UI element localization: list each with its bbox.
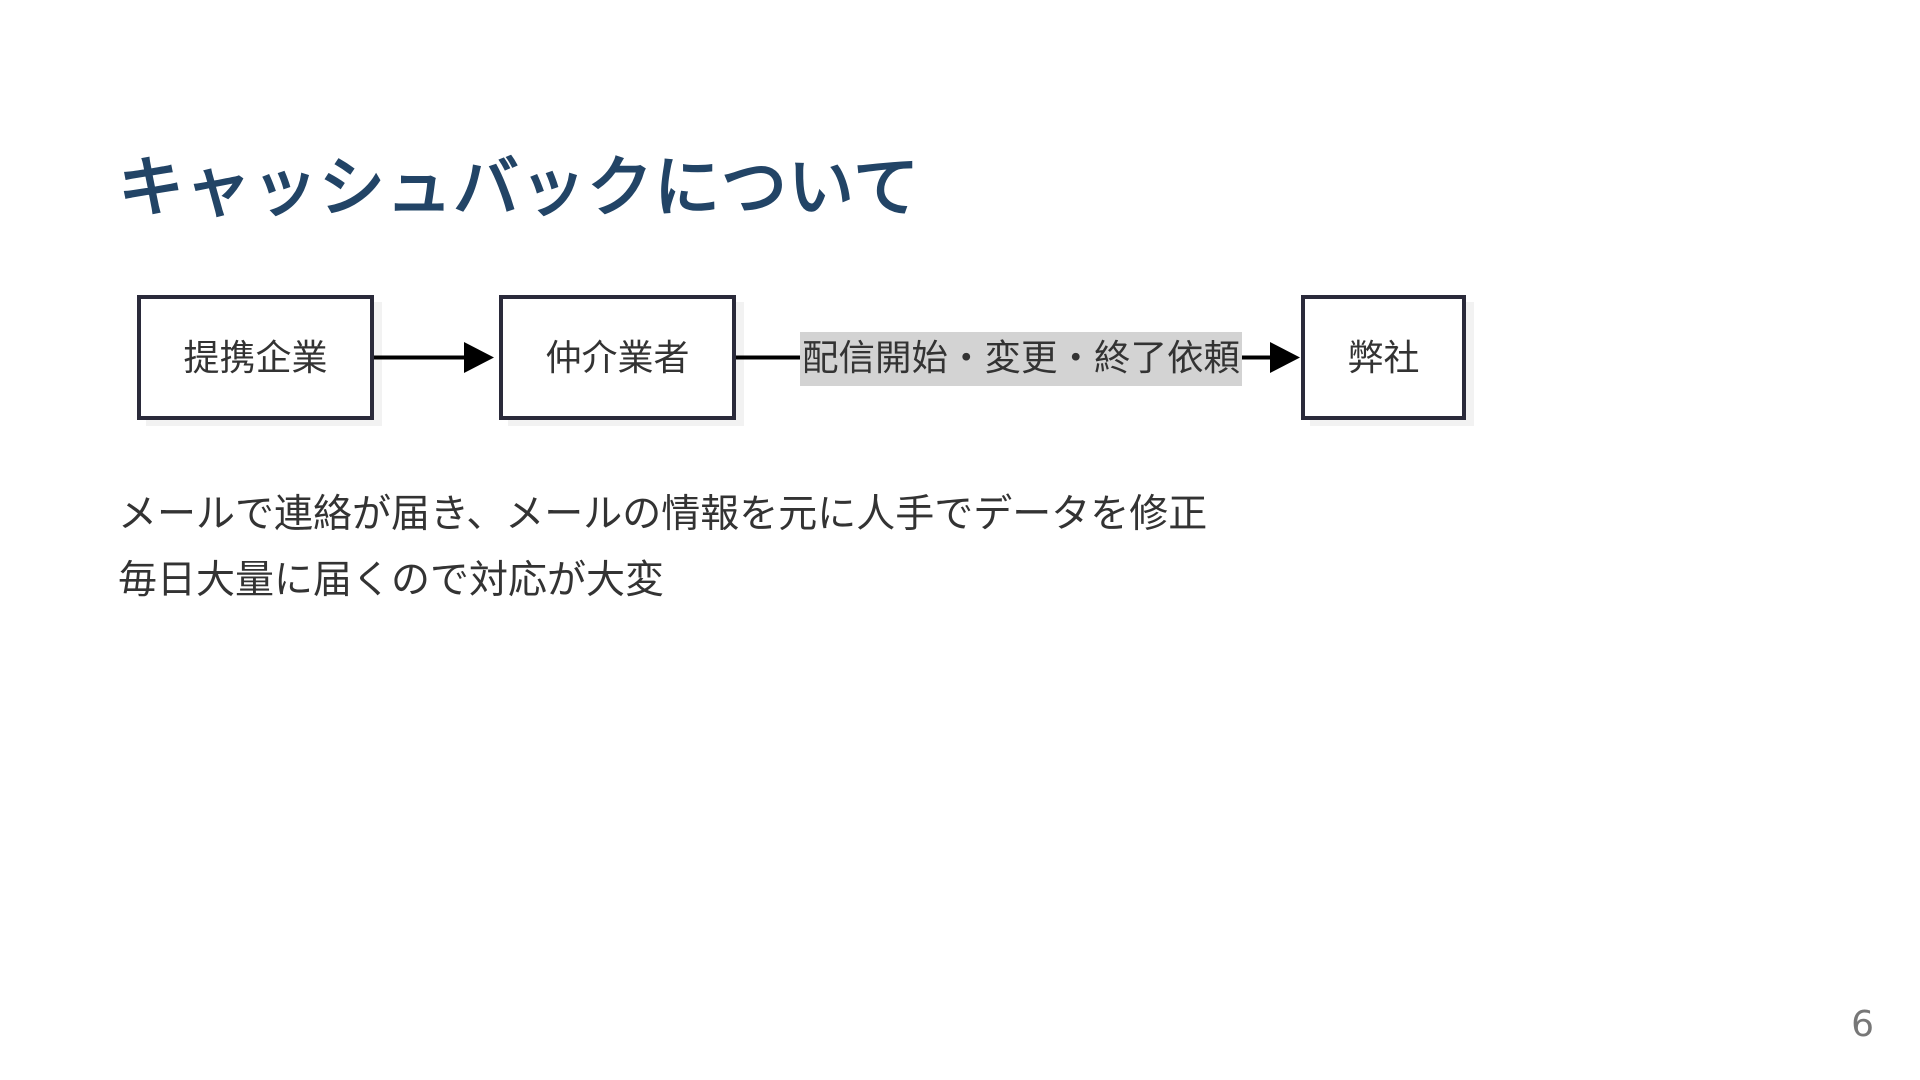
slide-title: キャッシュバックについて [118,149,921,226]
body-line-2: 毎日大量に届くので対応が大変 [118,558,665,603]
node-label-partner: 提携企業 [183,338,327,379]
node-label-broker: 仲介業者 [545,338,689,379]
body-line-1: メールで連絡が届き、メールの情報を元に人手でデータを修正 [118,492,1208,537]
flow-edge-partner-broker [374,342,494,373]
body-text: メールで連絡が届き、メールの情報を元に人手でデータを修正 毎日大量に届くので対応… [118,482,1207,614]
node-box [499,295,736,420]
node-label-company: 弊社 [1347,338,1419,379]
flow-node-partner: 提携企業 [137,295,382,426]
node-shadow [146,302,382,426]
edge-label-request: 配信開始・変更・終了依頼 [802,338,1240,379]
node-shadow [508,302,744,426]
node-box [137,295,374,420]
edge-label-background [800,332,1242,386]
arrowhead-icon [464,342,494,373]
node-box [1301,295,1466,420]
page-number: 6 [1851,1004,1874,1045]
flow-node-broker: 仲介業者 [499,295,744,426]
node-shadow [1310,302,1474,426]
arrowhead-icon [1270,342,1300,373]
flow-node-company: 弊社 [1301,295,1474,426]
flow-edge-broker-company: 配信開始・変更・終了依頼 [736,332,1300,386]
